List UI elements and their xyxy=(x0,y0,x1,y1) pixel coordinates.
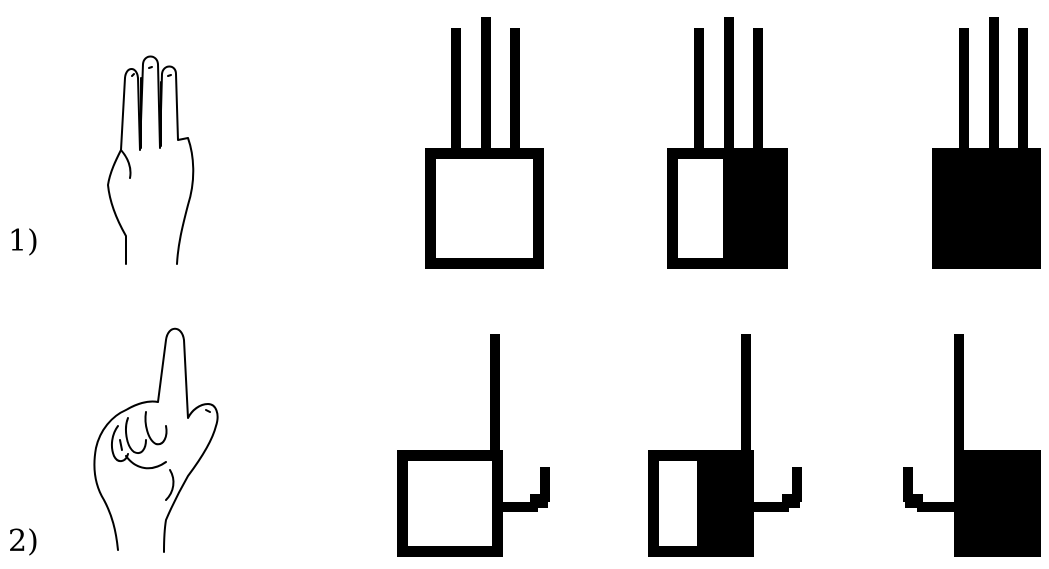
row-1-label: 1) xyxy=(8,224,39,259)
glyph-1-full xyxy=(932,17,1041,269)
glyph-1-half xyxy=(667,17,788,269)
glyph-1-empty xyxy=(425,17,544,269)
glyph-2-half xyxy=(648,334,802,557)
row-2-label: 2) xyxy=(8,524,39,559)
glyph-2-empty xyxy=(397,334,550,557)
hand-three-fingers-icon xyxy=(107,55,195,265)
glyph-2-full xyxy=(903,334,1041,557)
hand-index-finger-icon xyxy=(93,327,219,553)
